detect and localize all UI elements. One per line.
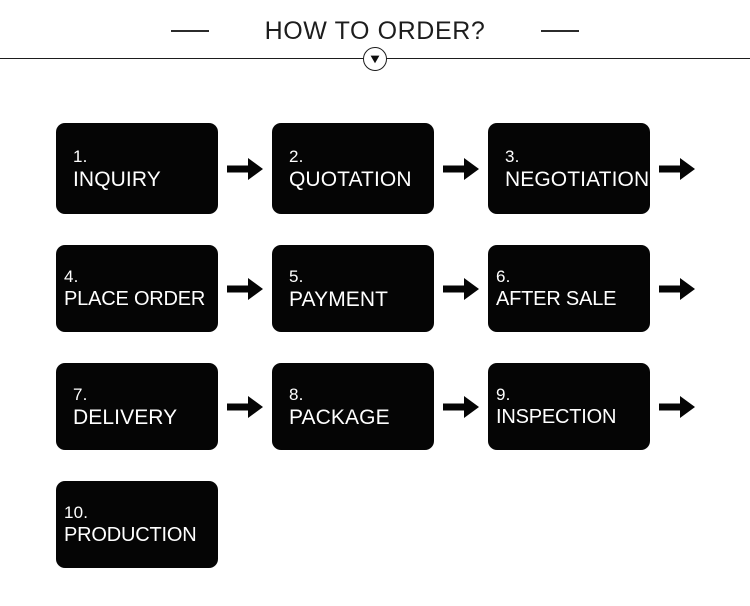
- arrow-right-icon: [434, 390, 488, 424]
- step-number: 7.: [73, 384, 88, 404]
- page-header: HOW TO ORDER?: [0, 0, 750, 76]
- flow-row: 7. DELIVERY 8. PACKAGE 9. INSPECTION: [56, 363, 750, 450]
- arrow-right-icon: [218, 272, 272, 306]
- step-box-5: 5. PAYMENT: [272, 245, 434, 332]
- arrow-right-icon: [434, 152, 488, 186]
- order-flow-diagram: 1. INQUIRY 2. QUOTATION 3. NEGOTIATION: [0, 76, 750, 606]
- step-number: 1.: [73, 146, 88, 166]
- step-label: PLACE ORDER: [64, 287, 206, 310]
- step-box-1: 1. INQUIRY: [56, 123, 218, 214]
- step-label: NEGOTIATION: [505, 167, 650, 191]
- step-box-6: 6. AFTER SALE: [488, 245, 650, 332]
- step-label: PACKAGE: [289, 405, 390, 429]
- step-number: 9.: [496, 384, 511, 404]
- step-label: INSPECTION: [496, 405, 617, 428]
- chevron-down-icon: [363, 47, 387, 71]
- arrow-right-icon: [650, 152, 704, 186]
- arrow-right-icon: [434, 272, 488, 306]
- step-number: 6.: [496, 266, 511, 286]
- step-box-4: 4. PLACE ORDER: [56, 245, 218, 332]
- title-row: HOW TO ORDER?: [0, 14, 750, 48]
- step-label: INQUIRY: [73, 167, 161, 191]
- title-dash-right: [541, 30, 580, 32]
- arrow-right-icon: [218, 390, 272, 424]
- step-label: QUOTATION: [289, 167, 412, 191]
- flow-row: 4. PLACE ORDER 5. PAYMENT 6. AFTER SALE: [56, 245, 750, 332]
- step-number: 5.: [289, 266, 304, 286]
- step-box-9: 9. INSPECTION: [488, 363, 650, 450]
- step-box-2: 2. QUOTATION: [272, 123, 434, 214]
- step-box-10: 10. PRODUCTION: [56, 481, 218, 568]
- step-box-7: 7. DELIVERY: [56, 363, 218, 450]
- step-label: PAYMENT: [289, 287, 389, 311]
- step-number: 8.: [289, 384, 304, 404]
- step-number: 10.: [64, 502, 89, 522]
- step-box-3: 3. NEGOTIATION: [488, 123, 650, 214]
- title-dash-left: [170, 30, 209, 32]
- step-label: PRODUCTION: [64, 523, 197, 546]
- flow-row: 1. INQUIRY 2. QUOTATION 3. NEGOTIATION: [56, 123, 750, 214]
- step-number: 4.: [64, 266, 79, 286]
- page-title: HOW TO ORDER?: [264, 17, 486, 45]
- step-number: 3.: [505, 146, 520, 166]
- step-number: 2.: [289, 146, 304, 166]
- arrow-right-icon: [650, 390, 704, 424]
- arrow-right-icon: [650, 272, 704, 306]
- step-label: DELIVERY: [73, 405, 178, 429]
- arrow-right-icon: [218, 152, 272, 186]
- flow-row: 10. PRODUCTION: [56, 481, 750, 568]
- step-box-8: 8. PACKAGE: [272, 363, 434, 450]
- step-label: AFTER SALE: [496, 287, 617, 310]
